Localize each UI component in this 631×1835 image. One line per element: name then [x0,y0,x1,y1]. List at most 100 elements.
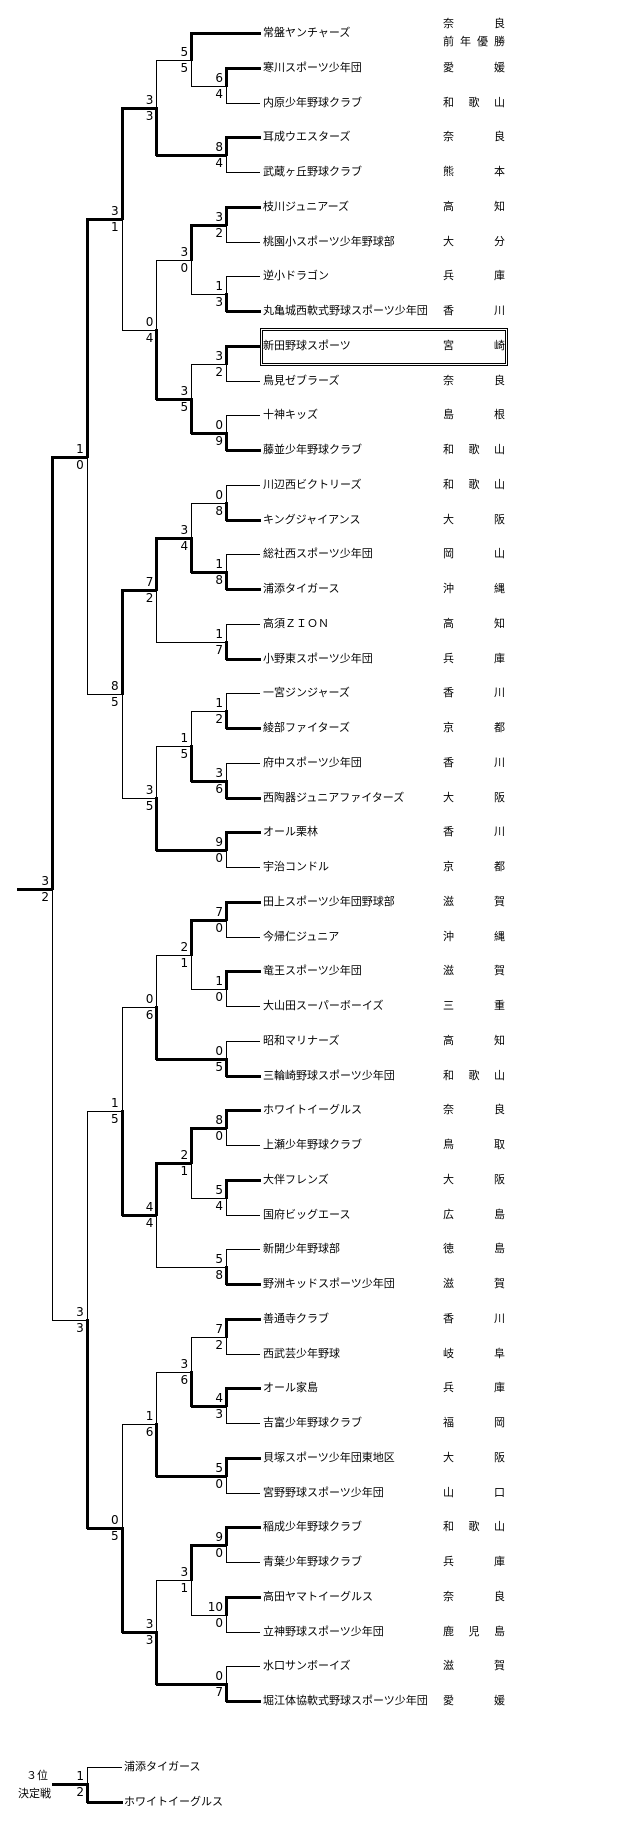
score-top: 0 [145,315,154,329]
winner-line [226,345,261,348]
team-prefecture: 大分 [443,235,505,248]
team-name: 貝塚スポーツ少年団東地区 [263,1451,395,1464]
bracket-line [226,155,227,172]
team-name: 府中スポーツ少年団 [263,756,362,769]
winner-line [225,67,228,87]
team-prefecture: 岐阜 [443,1347,505,1360]
bracket-line [226,693,260,694]
winner-line [225,432,228,451]
team-name: ホワイトイーグルス [263,1103,362,1116]
bracket-line [191,1163,193,1198]
team-name: 竜王スポーツ少年団 [263,964,362,977]
team-prefecture: 兵庫 [443,269,505,282]
winner-line [225,1387,228,1407]
winner-line [226,797,261,800]
bracket-line [226,1041,260,1042]
winner-line [120,589,124,695]
score-bottom: 2 [145,591,154,605]
bracket-line [226,1145,260,1146]
team-prefecture: 兵庫 [443,652,505,665]
score-top: 3 [145,93,154,107]
team-prefecture: 兵庫 [443,1555,505,1568]
team-name: 十神キッズ [263,408,318,421]
score-bottom: 5 [215,1060,223,1074]
bracket-line [226,920,227,937]
team-name: 高田ヤマトイーグルス [263,1590,373,1603]
bracket-line [191,1615,226,1616]
score-top: 0 [215,1044,223,1058]
team-prefecture: 愛媛 [443,1694,505,1707]
team-name: 寒川スポーツ少年団 [263,61,362,74]
score-bottom: 8 [215,573,223,587]
team-prefecture: 広島 [443,1208,505,1221]
score-top: 7 [215,1322,223,1336]
winner-line [226,901,261,904]
winner-line [191,432,227,435]
bracket-line [191,1580,193,1615]
score-top: 3 [215,766,223,780]
score-bottom: 6 [145,1425,154,1439]
score-top: 7 [215,905,223,919]
score-bottom: 4 [180,539,189,553]
bracket-line [156,260,192,261]
team-prefecture: 和歌山 [443,96,505,109]
bracket-line [156,955,192,956]
score-bottom: 5 [110,1529,119,1543]
score-bottom: 2 [215,1338,223,1352]
team-prefecture: 沖縄 [443,582,505,595]
bracket-line [52,889,53,1320]
winner-line [226,588,261,591]
team-name: 内原少年野球クラブ [263,96,362,109]
score-top: 1 [180,731,189,745]
team-name: 枝川ジュニアーズ [263,200,350,213]
winner-line [191,1405,227,1408]
winner-line [156,1162,193,1165]
winner-line [121,1631,158,1634]
score-bottom: 3 [215,295,223,309]
score-bottom: 5 [180,747,189,761]
bracket-line [226,693,227,711]
score-bottom: 5 [180,400,189,414]
score-bottom: 5 [180,61,189,75]
score-bottom: 3 [145,109,154,123]
score-bottom: 2 [215,226,223,240]
score-bottom: 4 [215,156,223,170]
score-top: 3 [76,1305,84,1319]
winner-line [155,537,159,591]
score-bottom: 4 [145,331,154,345]
bracket-line [226,1615,227,1632]
team-prefecture: 奈良 [443,17,505,30]
score-top: 0 [215,488,223,502]
team-prefecture: 福岡 [443,1416,505,1429]
team-prefecture: 島根 [443,408,505,421]
team-name: 武蔵ヶ丘野球クラブ [263,165,362,178]
bracket-line [226,1562,260,1563]
bracket-line [156,746,158,798]
team-name: 国府ビッグエース [263,1208,351,1221]
winner-line [155,329,159,400]
bracket-line [191,294,226,295]
bracket-line [226,1128,227,1145]
team-prefecture: 滋賀 [443,895,505,908]
winner-line [226,1318,261,1321]
winner-line [225,1179,228,1199]
bracket-line [156,1215,158,1267]
winner-line [156,1683,227,1686]
bracket-line [226,763,227,781]
bracket-line [86,1111,122,1112]
bracket-line [226,381,260,382]
third-place-team: 浦添タイガース [124,1760,201,1773]
winner-line [225,1683,228,1702]
bracket-line [226,624,227,642]
winner-line [226,1387,261,1390]
score-bottom: 5 [145,799,154,813]
bracket-line [156,1372,192,1373]
team-name: キングジャイアンス [263,513,361,526]
score-top: 6 [215,71,223,85]
winner-line [190,745,194,782]
team-prefecture: 三重 [443,999,505,1012]
score-bottom: 0 [180,261,189,275]
team-prefecture: 熊本 [443,165,505,178]
score-top: 3 [145,1617,154,1631]
team-prefecture: 高知 [443,617,505,630]
